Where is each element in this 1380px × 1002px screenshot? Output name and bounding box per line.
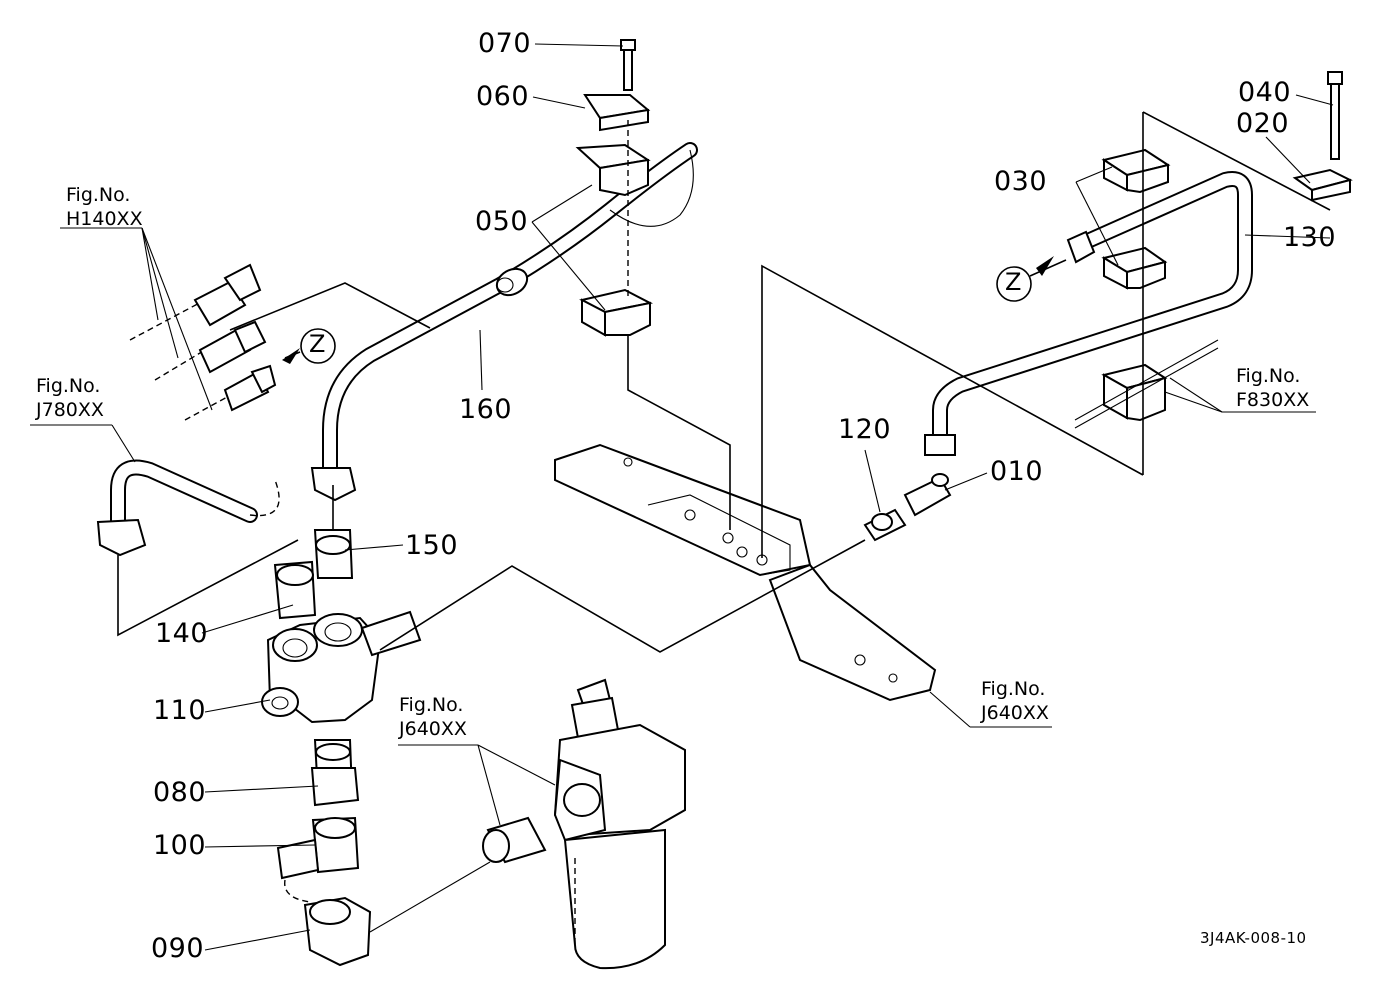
fig-ref-prefix: Fig.No.: [1236, 365, 1301, 387]
callout-150: 150: [405, 530, 459, 561]
fig-ref-prefix: Fig.No.: [981, 678, 1046, 700]
callout-020: 020: [1236, 108, 1290, 139]
clamp-assembly-050-060-070: [575, 39, 653, 337]
fig-ref-j640xx-filter[interactable]: Fig.No. J640XX: [399, 693, 467, 741]
valve-assembly-110: [261, 485, 422, 967]
callout-140: 140: [155, 618, 209, 649]
fig-ref-code: H140XX: [66, 208, 143, 230]
z-marker-left: [282, 328, 336, 364]
fig-ref-prefix: Fig.No.: [399, 694, 464, 716]
drawing-code: 3J4AK-008-10: [1200, 929, 1307, 947]
pipe-130: [924, 171, 1253, 456]
callout-040: 040: [1238, 77, 1292, 108]
callout-060: 060: [476, 81, 530, 112]
fig-ref-f830xx[interactable]: Fig.No. F830XX: [1236, 364, 1309, 412]
fig-ref-h140xx[interactable]: Fig.No. H140XX: [66, 183, 143, 231]
filter-housing: [482, 678, 686, 970]
callout-110: 110: [153, 695, 207, 726]
mounting-bracket: [554, 443, 937, 702]
callout-050: 050: [475, 206, 529, 237]
callout-160: 160: [459, 394, 513, 425]
fig-ref-code: J640XX: [981, 702, 1049, 724]
pipe-160: [310, 142, 698, 502]
callout-070: 070: [478, 28, 532, 59]
fig-ref-code: J780XX: [36, 399, 104, 421]
z-marker-right: [996, 256, 1067, 302]
clamp-assembly-020-030-040: [1074, 71, 1353, 475]
z-view-label-right: Z: [1005, 268, 1022, 296]
fittings-010-120: [863, 473, 952, 542]
assembly-lines: [117, 264, 1144, 653]
callout-090: 090: [151, 933, 205, 964]
fig-ref-code: J640XX: [399, 718, 467, 740]
fig-ref-prefix: Fig.No.: [36, 375, 101, 397]
callout-130: 130: [1283, 222, 1337, 253]
callout-030: 030: [994, 166, 1048, 197]
z-view-label-left: Z: [309, 330, 326, 358]
fig-ref-j640xx-bracket[interactable]: Fig.No. J640XX: [981, 677, 1049, 725]
fig-ref-prefix: Fig.No.: [66, 184, 131, 206]
pipe-j780xx: [96, 459, 280, 557]
callout-120: 120: [838, 414, 892, 445]
callout-080: 080: [153, 777, 207, 808]
callout-100: 100: [153, 830, 207, 861]
callout-010: 010: [990, 456, 1044, 487]
leader-lines: [30, 43, 1334, 951]
fig-ref-j780xx[interactable]: Fig.No. J780XX: [36, 374, 104, 422]
hoses-h140xx: [129, 263, 277, 421]
fig-ref-code: F830XX: [1236, 389, 1310, 411]
